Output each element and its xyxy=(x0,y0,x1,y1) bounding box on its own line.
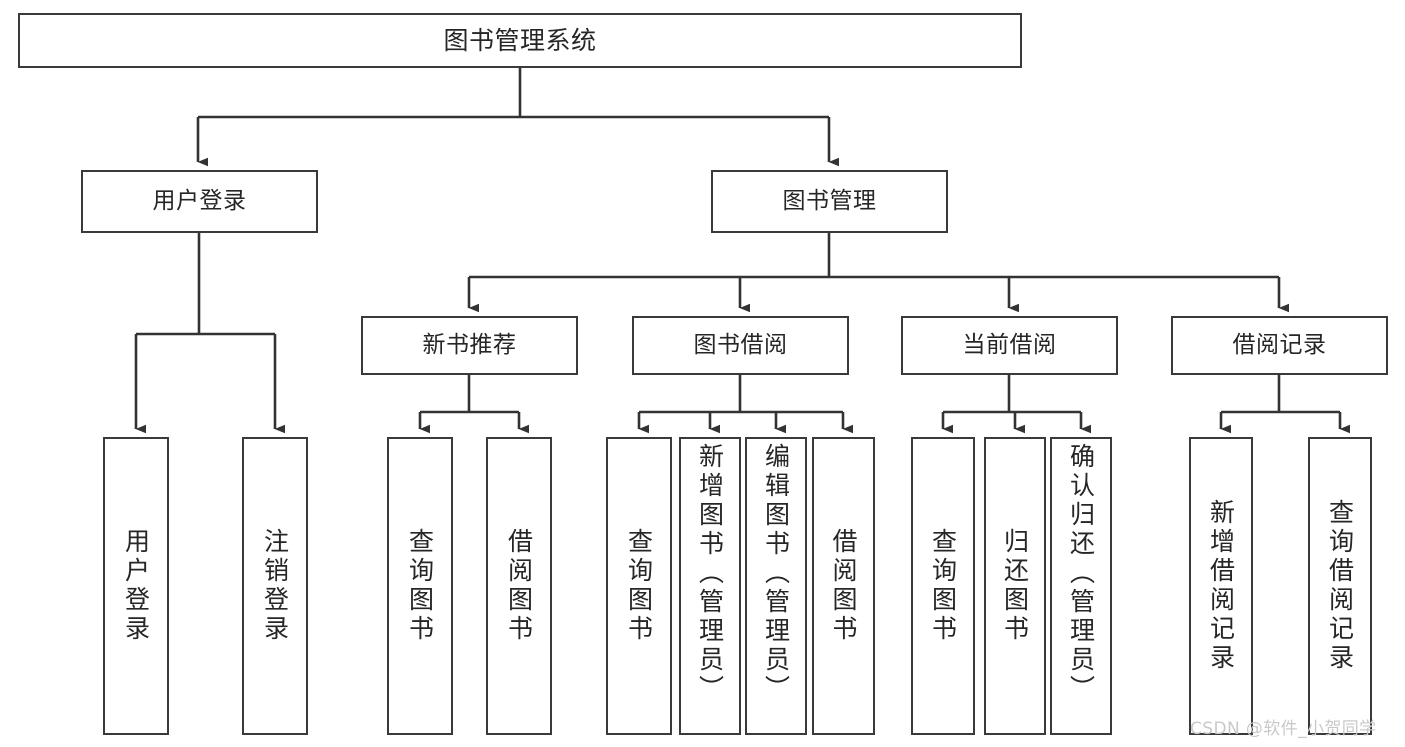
node-label: 新增借阅记录 xyxy=(1206,499,1236,673)
node-leaf-logout-login[interactable]: 注销登录 xyxy=(242,437,308,735)
node-borrow-record[interactable]: 借阅记录 xyxy=(1171,316,1388,375)
node-root-system[interactable]: 图书管理系统 xyxy=(18,13,1022,68)
node-label: 查询图书 xyxy=(405,528,435,644)
node-label: 借阅图书 xyxy=(829,528,858,644)
node-leaf-borrow-book[interactable]: 借阅图书 xyxy=(812,437,875,735)
node-leaf-add-borrow-record[interactable]: 新增借阅记录 xyxy=(1189,437,1253,735)
node-leaf-user-login[interactable]: 用户登录 xyxy=(103,437,169,735)
node-leaf-query-borrow-record[interactable]: 查询借阅记录 xyxy=(1308,437,1372,735)
node-label: 注销登录 xyxy=(260,528,290,644)
node-leaf-query-book-current[interactable]: 查询图书 xyxy=(911,437,975,735)
node-label: 用户登录 xyxy=(121,528,151,644)
node-label: 借阅记录 xyxy=(1232,332,1327,359)
node-label: 借阅图书 xyxy=(504,528,534,644)
node-user-login[interactable]: 用户登录 xyxy=(81,170,318,233)
node-book-management[interactable]: 图书管理 xyxy=(711,170,948,233)
node-label: 编辑图书（管理员） xyxy=(761,443,791,704)
node-book-borrow[interactable]: 图书借阅 xyxy=(632,316,849,375)
node-leaf-query-book-recommend[interactable]: 查询图书 xyxy=(387,437,453,735)
node-leaf-edit-book[interactable]: 编辑图书（管理员） xyxy=(745,437,807,735)
node-label: 查询图书 xyxy=(928,528,958,644)
node-label: 图书借阅 xyxy=(693,332,788,359)
node-label: 用户登录 xyxy=(152,188,247,215)
node-label: 归还图书 xyxy=(1000,528,1030,644)
node-label: 图书管理系统 xyxy=(443,26,597,55)
node-label: 查询借阅记录 xyxy=(1325,499,1355,673)
node-new-book-recommend[interactable]: 新书推荐 xyxy=(361,316,578,375)
node-leaf-borrow-book-recommend[interactable]: 借阅图书 xyxy=(486,437,552,735)
node-leaf-confirm-return[interactable]: 确认归还（管理员） xyxy=(1050,437,1112,735)
node-label: 图书管理 xyxy=(782,188,877,215)
node-label: 查询图书 xyxy=(624,528,654,644)
node-label: 新书推荐 xyxy=(422,332,517,359)
node-label: 当前借阅 xyxy=(962,332,1057,359)
node-leaf-return-book[interactable]: 归还图书 xyxy=(984,437,1046,735)
node-leaf-query-book-borrow[interactable]: 查询图书 xyxy=(606,437,672,735)
node-current-borrow[interactable]: 当前借阅 xyxy=(901,316,1118,375)
node-leaf-add-book[interactable]: 新增图书（管理员） xyxy=(679,437,741,735)
node-label: 确认归还（管理员） xyxy=(1066,443,1096,704)
node-label: 新增图书（管理员） xyxy=(695,443,725,704)
